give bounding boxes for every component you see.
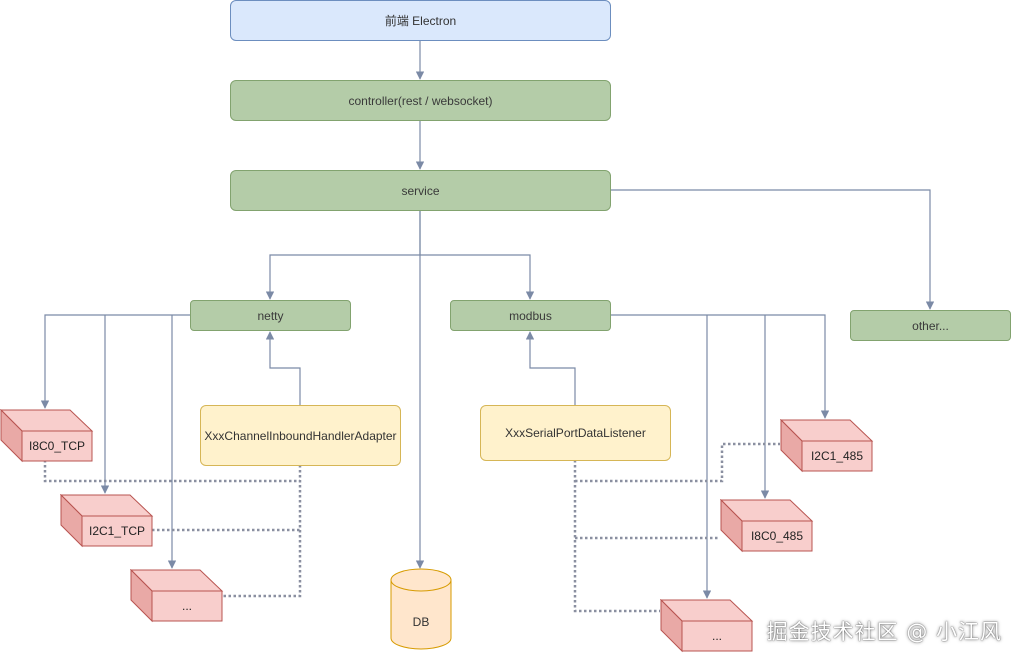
controller-node: controller(rest / websocket) — [230, 80, 611, 121]
service-node: service — [230, 170, 611, 211]
edge-handler-netty — [265, 331, 301, 405]
netty-node: netty — [190, 300, 351, 331]
edge-netty-i8c0-tcp — [40, 314, 190, 409]
other-node: other... — [850, 310, 1011, 341]
netty-label: netty — [257, 308, 284, 323]
modbus-node: modbus — [450, 300, 611, 331]
edge-service-netty — [265, 210, 421, 300]
service-label: service — [401, 183, 440, 198]
frontend-label: 前端 Electron — [384, 14, 457, 28]
edge-service-other — [610, 189, 935, 310]
device-485-more-shape — [660, 599, 754, 653]
device-485-more-label: ... — [711, 629, 722, 643]
netty-handler-node: XxxChannelInboundHandlerAdapter — [200, 405, 401, 466]
serial-listener-node: XxxSerialPortDataListener — [480, 405, 671, 461]
frontend-node: 前端 Electron — [230, 0, 611, 41]
device-i2c1-tcp-shape — [60, 494, 154, 548]
watermark: 掘金技术社区 @ 小江风 — [766, 620, 1002, 644]
device-tcp-more-shape — [130, 569, 224, 623]
db-cylinder — [390, 568, 452, 650]
device-i8c0-485-label: I8C0_485 — [750, 529, 804, 543]
dotted-handler-trunk — [222, 465, 302, 598]
dotted-handler-i8c0-tcp — [43, 460, 300, 483]
device-i8c0-tcp-label: I8C0_TCP — [28, 439, 86, 453]
dotted-listener-trunk — [573, 460, 660, 613]
dotted-listener-i2c1-485 — [575, 442, 780, 483]
edge-service-modbus — [420, 254, 535, 300]
device-i8c0-485-shape — [720, 499, 814, 553]
modbus-label: modbus — [509, 308, 552, 323]
device-i2c1-485-label: I2C1_485 — [810, 449, 864, 463]
netty-handler-label: XxxChannelInboundHandlerAdapter — [204, 428, 397, 443]
serial-listener-label: XxxSerialPortDataListener — [505, 426, 646, 440]
device-i2c1-tcp-label: I2C1_TCP — [88, 524, 146, 538]
db-label: DB — [412, 615, 430, 629]
controller-label: controller(rest / websocket) — [348, 93, 493, 108]
device-tcp-more-label: ... — [181, 599, 192, 613]
edge-modbus-i2c1-485 — [610, 314, 830, 419]
device-i8c0-tcp-shape — [0, 409, 94, 463]
device-i2c1-485-shape — [780, 419, 874, 473]
edge-listener-modbus — [525, 331, 576, 405]
other-label: other... — [912, 318, 949, 333]
